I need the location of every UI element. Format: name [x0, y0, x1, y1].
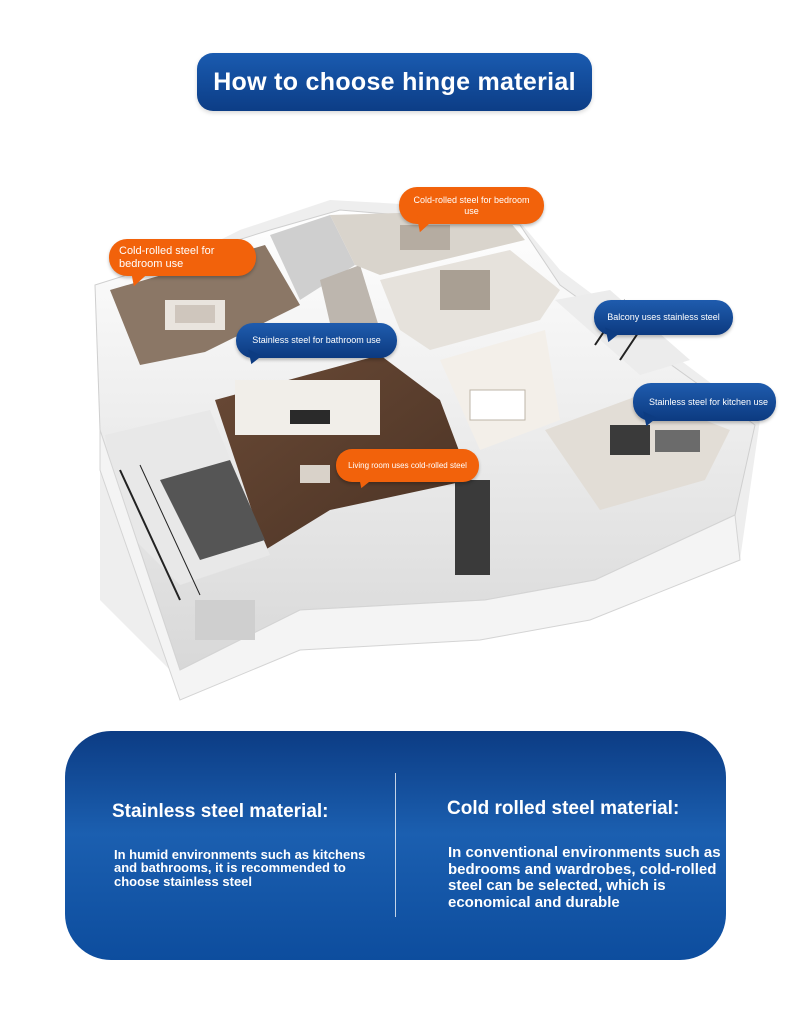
cold-rolled-steel-title: Cold rolled steel material: — [447, 798, 680, 819]
title-banner: How to choose hinge material — [197, 53, 592, 111]
callout-bathroom: Stainless steel for bathroom use — [236, 323, 397, 358]
page-title: How to choose hinge material — [213, 67, 576, 96]
apartment-floorplan-illustration — [94, 200, 760, 701]
material-info-panel: Stainless steel material: In humid envir… — [65, 731, 726, 960]
callout-bedroom-top: Cold-rolled steel for bedroom use — [399, 187, 544, 224]
callout-living-room: Living room uses cold-rolled steel — [336, 449, 479, 482]
callout-bedroom-left: Cold-rolled steel for bedroom use — [109, 239, 256, 276]
callout-kitchen: Stainless steel for kitchen use — [633, 383, 776, 421]
column-divider — [395, 773, 396, 917]
stainless-steel-title: Stainless steel material: — [112, 801, 329, 822]
cold-rolled-steel-description: In conventional environments such as bed… — [448, 844, 721, 911]
stainless-steel-description: In humid environments such as kitchens a… — [114, 847, 366, 889]
callout-balcony: Balcony uses stainless steel — [594, 300, 733, 335]
